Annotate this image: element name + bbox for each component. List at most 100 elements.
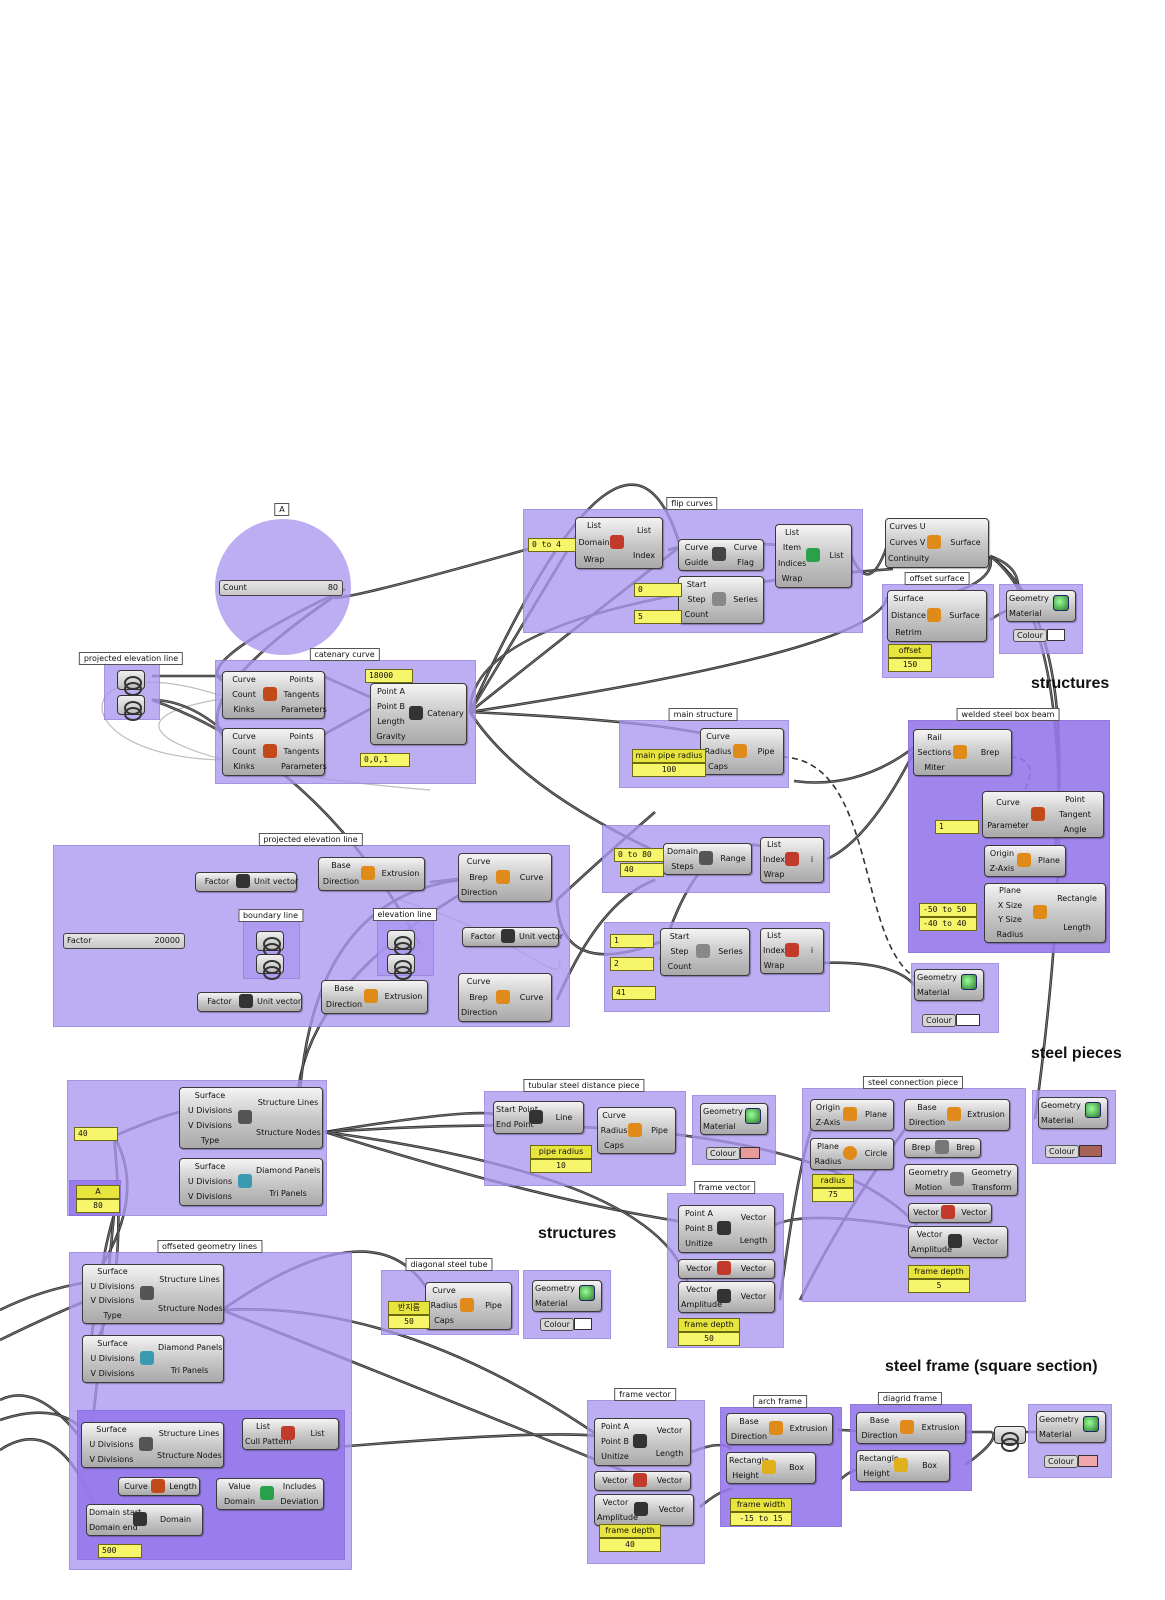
value-panel[interactable]: 75 xyxy=(812,1188,854,1202)
input-pin[interactable]: Surface xyxy=(194,1090,226,1100)
output-pin[interactable]: Curve xyxy=(519,992,544,1002)
colour-swatch[interactable] xyxy=(740,1147,760,1159)
input-pin[interactable]: Motion xyxy=(914,1182,943,1192)
input-pin[interactable]: Surface xyxy=(194,1161,226,1171)
input-pin[interactable]: Geometry xyxy=(1039,1414,1079,1424)
input-pin[interactable]: Radius xyxy=(704,746,732,756)
input-pin[interactable]: Brep xyxy=(469,872,488,882)
input-pin[interactable]: Wrap xyxy=(763,960,785,970)
input-pin[interactable]: Continuity xyxy=(888,554,930,563)
input-pin[interactable]: Origin xyxy=(989,848,1015,858)
input-pin[interactable]: Direction xyxy=(730,1431,768,1441)
input-pin[interactable]: Material xyxy=(1041,1115,1074,1125)
input-pin[interactable]: Caps xyxy=(708,761,728,771)
input-pin[interactable]: Base xyxy=(869,1415,890,1425)
output-pin[interactable]: Diamond Panels xyxy=(256,1165,321,1175)
input-pin[interactable]: List xyxy=(587,521,601,531)
input-pin[interactable]: Amplitude xyxy=(911,1244,952,1254)
output-pin[interactable]: Unit vector xyxy=(254,877,299,886)
output-pin[interactable]: List xyxy=(829,551,844,560)
input-pin[interactable]: U Divisions xyxy=(187,1177,233,1186)
output-pin[interactable]: Length xyxy=(1063,922,1091,932)
input-pin[interactable]: Material xyxy=(535,1298,568,1308)
input-pin[interactable]: Origin xyxy=(815,1102,841,1112)
input-pin[interactable]: Brep xyxy=(469,992,488,1002)
output-pin[interactable]: Tri Panels xyxy=(269,1188,307,1198)
input-pin[interactable]: Base xyxy=(334,984,354,993)
value-panel[interactable]: 80 xyxy=(76,1199,120,1213)
output-pin[interactable]: Extrusion xyxy=(967,1110,1005,1119)
input-pin[interactable]: Start xyxy=(669,931,690,941)
input-pin[interactable]: Curve xyxy=(232,731,256,741)
input-pin[interactable]: Curve xyxy=(706,731,730,741)
input-pin[interactable]: Parameter xyxy=(987,820,1029,830)
input-pin[interactable]: Type xyxy=(200,1135,220,1145)
input-pin[interactable]: Caps xyxy=(434,1316,454,1326)
output-pin[interactable]: Length xyxy=(169,1481,197,1491)
input-pin[interactable]: Radius xyxy=(600,1125,628,1135)
output-pin[interactable]: Unit vector xyxy=(257,997,302,1006)
input-pin[interactable]: Brep xyxy=(911,1143,931,1152)
output-pin[interactable]: Extrusion xyxy=(921,1423,960,1432)
output-pin[interactable]: Index xyxy=(632,550,656,560)
output-pin[interactable]: Length xyxy=(655,1448,684,1458)
input-pin[interactable]: Vector xyxy=(686,1264,712,1273)
output-pin[interactable]: Tangent xyxy=(1059,809,1091,819)
input-pin[interactable]: List xyxy=(767,840,781,850)
output-pin[interactable]: Vector xyxy=(740,1212,767,1222)
output-pin[interactable]: Parameters xyxy=(281,705,327,715)
value-panel[interactable]: 0,0,1 xyxy=(360,753,410,767)
input-pin[interactable]: Curves V xyxy=(889,538,926,547)
output-pin[interactable]: Plane xyxy=(865,1110,887,1119)
input-pin[interactable]: Curve xyxy=(996,798,1020,808)
output-pin[interactable]: List xyxy=(310,1429,325,1438)
output-pin[interactable]: Box xyxy=(922,1461,937,1470)
value-panel[interactable]: 150 xyxy=(888,658,932,672)
input-pin[interactable]: Length xyxy=(377,716,405,726)
output-pin[interactable]: Structure Nodes xyxy=(158,1303,223,1313)
output-pin[interactable]: Structure Nodes xyxy=(157,1451,222,1460)
value-panel[interactable]: 500 xyxy=(98,1544,142,1558)
input-pin[interactable]: Kinks xyxy=(233,762,255,772)
output-pin[interactable]: Extrusion xyxy=(789,1424,828,1433)
output-pin[interactable]: Angle xyxy=(1063,824,1087,834)
output-pin[interactable]: Range xyxy=(720,854,746,863)
output-pin[interactable]: Tangents xyxy=(283,690,320,699)
input-pin[interactable]: Base xyxy=(739,1416,759,1426)
value-panel[interactable]: 1 xyxy=(610,934,654,948)
input-pin[interactable]: Surface xyxy=(97,1267,128,1277)
output-pin[interactable]: Brep xyxy=(980,747,1000,757)
input-pin[interactable]: Domain end xyxy=(89,1522,138,1532)
input-pin[interactable]: Direction xyxy=(861,1430,898,1440)
output-pin[interactable]: Point xyxy=(1065,794,1085,804)
colour-swatch[interactable] xyxy=(1078,1455,1098,1467)
input-pin[interactable]: Count xyxy=(232,690,256,699)
output-pin[interactable]: Tangents xyxy=(283,747,320,756)
value-panel[interactable]: 10 xyxy=(530,1159,592,1173)
input-pin[interactable]: Amplitude xyxy=(681,1299,722,1309)
input-pin[interactable]: Rectangle xyxy=(729,1455,769,1465)
input-pin[interactable]: Domain start xyxy=(89,1507,142,1517)
